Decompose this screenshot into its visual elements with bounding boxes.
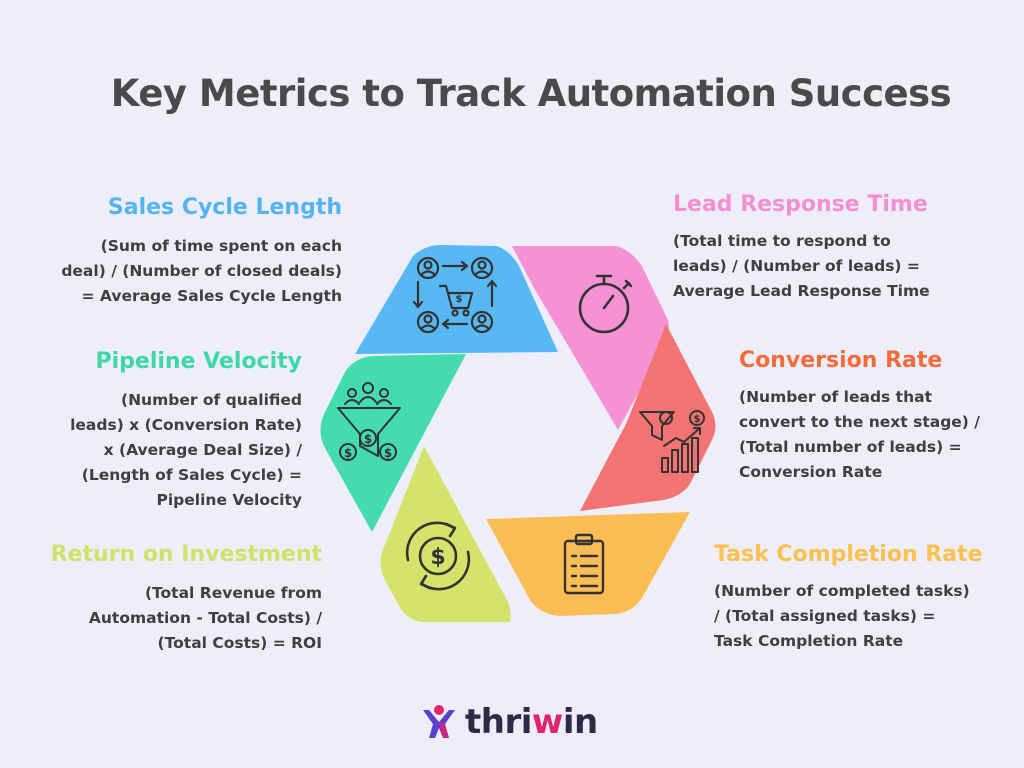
metric-pipeline-velocity: Pipeline Velocity (Number of qualified l… bbox=[70, 349, 302, 513]
formula-line: (Number of qualified bbox=[121, 391, 302, 409]
formula-line: (Total time to respond to bbox=[673, 232, 891, 250]
formula-line: leads) x (Conversion Rate) bbox=[70, 416, 302, 434]
svg-text:$: $ bbox=[344, 446, 352, 460]
metric-conversion-rate: Conversion Rate (Number of leads that co… bbox=[739, 348, 980, 485]
svg-text:$: $ bbox=[384, 446, 392, 460]
segment-lead-response bbox=[512, 246, 669, 430]
formula-line: leads) / (Number of leads) = bbox=[673, 257, 920, 275]
metric-title: Pipeline Velocity bbox=[95, 349, 303, 374]
formula-line: Task Completion Rate bbox=[714, 632, 904, 650]
formula-line: deal) / (Number of closed deals) bbox=[61, 262, 342, 280]
segment-pipeline-velocity bbox=[320, 354, 466, 532]
formula-line: x (Average Deal Size) / bbox=[103, 441, 302, 459]
metric-title: Task Completion Rate bbox=[714, 542, 983, 567]
metric-lead-response-time: Lead Response Time (Total time to respon… bbox=[673, 192, 930, 304]
dollar-cycle-icon: $ bbox=[405, 521, 471, 591]
svg-text:$: $ bbox=[456, 294, 463, 305]
metric-return-on-investment: Return on Investment (Total Revenue from… bbox=[51, 542, 322, 656]
people-cart-cycle-icon: $ bbox=[412, 256, 498, 334]
formula-line: (Number of leads that bbox=[739, 388, 932, 406]
formula-line: (Sum of time spent on each bbox=[100, 237, 342, 255]
thriwin-logo-mark-icon bbox=[423, 705, 455, 738]
formula-line: (Total number of leads) = bbox=[739, 438, 962, 456]
metric-title: Lead Response Time bbox=[673, 192, 928, 217]
segment-sales-cycle bbox=[355, 245, 558, 354]
svg-text:$: $ bbox=[430, 545, 445, 570]
segment-roi bbox=[380, 446, 511, 622]
svg-text:$: $ bbox=[364, 432, 372, 446]
formula-line: convert to the next stage) / bbox=[739, 413, 980, 431]
metric-task-completion-rate: Task Completion Rate (Number of complete… bbox=[714, 542, 983, 654]
logo-wordmark: thriwin bbox=[465, 702, 598, 742]
formula-line: (Length of Sales Cycle) = bbox=[81, 466, 302, 484]
formula-line: Average Lead Response Time bbox=[673, 282, 930, 300]
metric-title: Return on Investment bbox=[50, 542, 322, 567]
funnel-people-money-icon: $ $ $ bbox=[337, 382, 401, 461]
metric-sales-cycle-length: Sales Cycle Length (Sum of time spent on… bbox=[61, 195, 342, 309]
formula-line: (Total Costs) = ROI bbox=[157, 634, 322, 652]
formula-line: Pipeline Velocity bbox=[156, 491, 303, 509]
segment-task-completion bbox=[486, 512, 690, 616]
formula-line: (Total Revenue from bbox=[144, 584, 322, 602]
clipboard-checklist-icon bbox=[563, 533, 605, 595]
formula-line: = Average Sales Cycle Length bbox=[81, 287, 342, 305]
formula-line: / (Total assigned tasks) = bbox=[714, 607, 936, 625]
funnel-growth-chart-icon: $ bbox=[639, 410, 705, 473]
page-title: Key Metrics to Track Automation Success bbox=[110, 72, 952, 115]
stopwatch-icon bbox=[578, 274, 633, 334]
metric-title: Conversion Rate bbox=[739, 348, 943, 373]
formula-line: Conversion Rate bbox=[739, 463, 883, 481]
formula-line: Automation - Total Costs) / bbox=[88, 609, 322, 627]
formula-line: (Number of completed tasks) bbox=[714, 582, 970, 600]
thriwin-logo: thriwin bbox=[419, 700, 598, 744]
svg-text:$: $ bbox=[694, 414, 701, 425]
metric-title: Sales Cycle Length bbox=[107, 195, 342, 220]
